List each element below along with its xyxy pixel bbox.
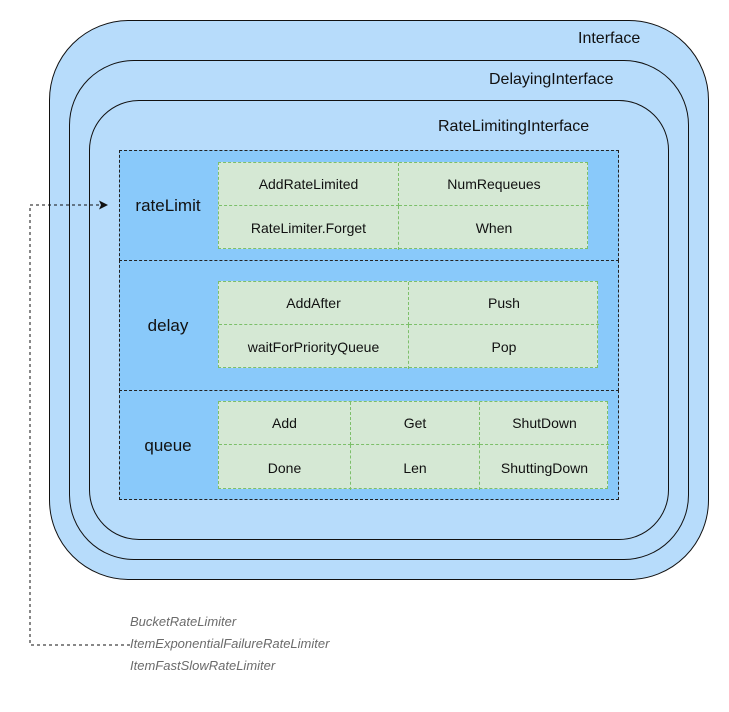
delay-label: delay: [147, 316, 189, 335]
arrow-head-icon: [99, 200, 108, 210]
method-shutdown: ShutDown: [480, 402, 609, 445]
delaying-interface-title: DelayingInterface: [489, 71, 614, 88]
method-add: Add: [219, 402, 351, 445]
method-rate-limiter-forget: RateLimiter.Forget: [219, 206, 399, 250]
method-wait-for-priority-queue: waitForPriorityQueue: [219, 325, 409, 369]
method-add-after: AddAfter: [219, 282, 409, 325]
method-when: When: [475, 220, 513, 236]
impl-item-fast-slow-rate-limiter: ItemFastSlowRateLimiter: [130, 658, 276, 673]
ratelimit-label: rateLimit: [135, 196, 201, 215]
impl-bucket-rate-limiter: BucketRateLimiter: [130, 614, 237, 629]
method-pop: Pop: [491, 339, 517, 355]
queue-label: queue: [144, 436, 192, 455]
connector-line: [29, 204, 130, 646]
method-len: Len: [351, 445, 480, 490]
method-shutting-down: ShuttingDown: [500, 459, 589, 476]
method-get: Get: [351, 402, 480, 445]
delay-methods: AddAfter Push waitForPriorityQueue Pop: [218, 281, 599, 369]
interface-title: Interface: [578, 30, 641, 47]
method-num-requeues: NumRequeues: [399, 163, 589, 206]
method-push: Push: [409, 282, 599, 325]
queue-methods: Add Get ShutDown Done Len ShuttingDown: [218, 401, 609, 490]
impl-item-exponential-failure-rate-limiter: ItemExponentialFailureRateLimiter: [130, 636, 330, 651]
method-add-rate-limited: AddRateLimited: [219, 163, 399, 206]
method-done: Done: [219, 445, 351, 490]
rate-limiting-interface-title: RateLimitingInterface: [438, 118, 590, 135]
ratelimit-methods: AddRateLimited NumRequeues RateLimiter.F…: [218, 162, 589, 250]
